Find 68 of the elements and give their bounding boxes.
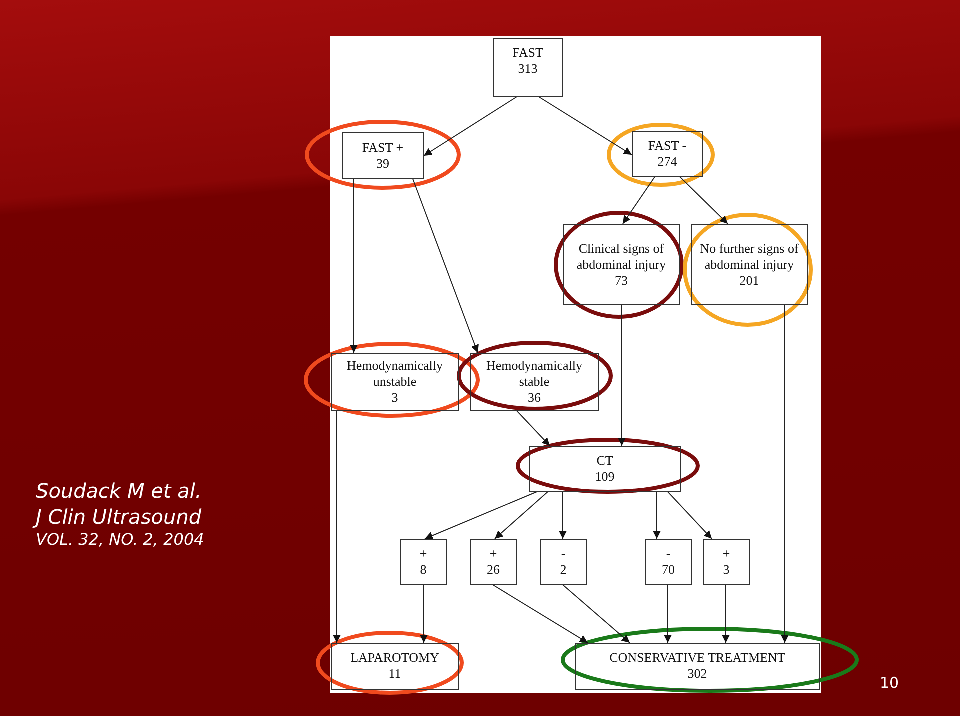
citation-text: VOL. 32, NO. 2, 2004 bbox=[36, 530, 204, 550]
process-box bbox=[645, 539, 692, 585]
process-box bbox=[331, 643, 459, 690]
process-box bbox=[342, 132, 424, 179]
process-box bbox=[632, 131, 703, 177]
box-heading: + bbox=[722, 546, 730, 562]
arrow bbox=[333, 410, 341, 644]
count-text: 313 bbox=[518, 61, 538, 77]
count-text: 26 bbox=[487, 562, 500, 578]
arrow bbox=[516, 410, 550, 446]
box-heading: CONSERVATIVE TREATMENT bbox=[610, 650, 786, 666]
process-box bbox=[575, 643, 820, 690]
box-heading: - bbox=[666, 546, 671, 562]
arrow bbox=[424, 96, 518, 156]
arrow bbox=[420, 584, 428, 644]
box-heading: No further signs of abdominal injury bbox=[699, 240, 800, 272]
arrow bbox=[722, 584, 730, 644]
count-text: 274 bbox=[658, 154, 678, 170]
count-text: 2 bbox=[560, 562, 567, 578]
arrow bbox=[664, 584, 672, 644]
box-heading: Clinical signs of abdominal injury bbox=[576, 240, 668, 272]
citation-text: Soudack M et al. bbox=[36, 478, 203, 504]
arrow bbox=[668, 492, 712, 540]
count-text: 3 bbox=[723, 562, 730, 578]
box-heading: + bbox=[420, 546, 428, 562]
process-box bbox=[529, 446, 681, 492]
box-heading: CT bbox=[596, 453, 614, 469]
count-text: 201 bbox=[740, 272, 760, 288]
box-heading: + bbox=[490, 546, 498, 562]
process-box bbox=[691, 224, 808, 305]
count-text: 73 bbox=[615, 272, 628, 288]
arrow bbox=[538, 96, 632, 156]
arrow bbox=[680, 176, 728, 224]
arrow bbox=[622, 176, 656, 224]
process-box bbox=[703, 539, 750, 585]
count-text: 3 bbox=[392, 390, 398, 406]
arrow bbox=[653, 492, 661, 540]
page-number: 10 bbox=[880, 674, 900, 692]
box-heading: Hemodynamically unstable bbox=[346, 358, 444, 390]
count-text: 36 bbox=[528, 390, 541, 406]
box-heading: FAST - bbox=[648, 138, 687, 154]
box-heading: LAPAROTOMY bbox=[350, 650, 440, 666]
arrow bbox=[412, 178, 479, 354]
count-text: 11 bbox=[388, 666, 402, 682]
count-text: 70 bbox=[662, 562, 675, 578]
arrow bbox=[494, 492, 548, 540]
arrow bbox=[492, 584, 588, 644]
count-text: 39 bbox=[376, 156, 390, 172]
arrow bbox=[618, 304, 626, 446]
arrow bbox=[424, 492, 538, 540]
process-box bbox=[331, 353, 459, 411]
box-heading: FAST bbox=[512, 45, 544, 61]
count-text: 109 bbox=[595, 469, 615, 485]
arrow bbox=[781, 304, 789, 644]
process-box bbox=[470, 353, 599, 411]
process-box bbox=[563, 224, 680, 305]
box-heading: Hemodynamically stable bbox=[485, 358, 584, 390]
process-box bbox=[400, 539, 447, 585]
box-heading: FAST + bbox=[362, 140, 404, 156]
count-text: 302 bbox=[688, 666, 708, 682]
process-box bbox=[540, 539, 587, 585]
arrow bbox=[559, 492, 567, 540]
arrow bbox=[350, 178, 358, 354]
arrow bbox=[562, 584, 630, 644]
process-box bbox=[470, 539, 517, 585]
process-box bbox=[493, 38, 563, 97]
box-heading: - bbox=[561, 546, 566, 562]
count-text: 8 bbox=[420, 562, 427, 578]
